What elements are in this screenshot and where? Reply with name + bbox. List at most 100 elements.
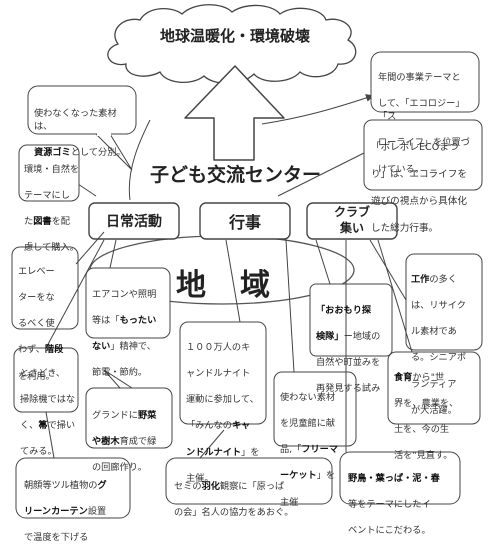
note-theme-line-4: けている。 [378,163,424,175]
hub-daily-label: 日常活動 [106,214,162,230]
note-books-l3post: を配 [51,216,70,228]
note-candle-l5post: 」を [241,446,260,458]
note-cicada-pre: セミの [174,481,202,493]
note-elevator-line-1: エレベー [18,266,55,278]
note-omoroi-text: 「おおもり探 検隊」ー地域の 自然や町並みを 再発見する試み [316,291,392,409]
note-food-line-4: 活を"見直す。 [394,450,453,462]
note-aircon-l3post: 」精神で、 [110,341,156,353]
note-books-box [18,144,80,202]
note-flea-bold-1: フリーマ [301,444,339,456]
diagram-shapes [11,4,483,519]
note-ground-l1pre: グランドに [92,410,138,422]
note-books-line-2: テーマにし [24,190,70,202]
note-festival-text: 「ボレボレECOまつ り」は、エコライフを 遊びの視点から具体化 した総力行事。 [371,127,481,249]
note-sweep-text: ときどき、 掃除機ではな く、箒で掃い てみる。 [20,354,78,472]
note-aircon-box [85,267,171,339]
note-wild-line-2: 等をテーマにしたイ [348,499,431,511]
note-ground-bold-2: や樹木 [92,436,120,448]
note-crafts-line-3: ル素材であ [411,326,457,338]
note-cicada-box [165,457,333,505]
note-flea-bold-2: ーケット [280,470,317,482]
note-festival-box [363,119,483,191]
note-crafts-line-4: る。シニアボ [411,352,467,364]
note-waste-bold: 資源ゴミ [34,147,71,159]
note-sweep-line-4: てみる。 [20,446,57,458]
note-books-line-4: 慮して購入。 [24,242,79,254]
note-omoroi-box [309,283,393,357]
hub-club-label: クラブ 集い [333,205,370,235]
note-wild-bold: 野鳥・葉っぱ・泥・春 [348,473,440,485]
note-crafts-box [405,253,483,351]
note-flea-line-2: を児童館に献 [280,418,336,430]
note-green-curtain-text: 朝顔等ツル植物のグ リーンカーテン設置 で温度を下げる [24,466,128,557]
events-box [199,202,291,240]
note-gc-line-3: で温度を下げる [24,532,89,544]
note-festival-line-4: した総力行事。 [371,223,439,235]
note-aircon-l2pre: 等は「 [92,315,120,327]
note-crafts-line-6: が大活躍。 [411,404,457,416]
note-candle-line-1: １００万人のキ [186,342,251,354]
note-aircon-line-1: エアコンや照明 [92,289,157,301]
note-gc-bold-2: リーンカーテン [24,506,88,518]
note-theme-text: 年間の事業テーマと して、「エコロジー」「ス ローライフ」を位置づ けている。 [378,58,478,189]
note-flea-line-5: 主催 [280,496,299,508]
note-waste-box [27,85,137,135]
note-flea-l3pre: 品,「 [280,444,302,456]
note-food-l1post: から"世 [412,372,445,384]
note-theme-line-1: 年間の事業テーマと [378,72,461,84]
note-gc-l1pre: 朝顔等ツル植物の [24,480,98,492]
note-theme-line-3: ローライフ」を位置づ [378,137,470,149]
note-ground-bold-1: 野菜 [137,410,157,422]
note-flea-line-1: 使わない素材 [280,392,336,404]
note-elevator-bold: 階段 [44,344,64,356]
note-omoroi-line-4: 再発見する試み [316,383,381,395]
note-wild-line-3: ベントにこだわる。 [348,525,431,537]
note-candle-l4pre: 「みんなの [186,420,232,432]
note-ground-l2post: 育成で緑 [119,436,157,448]
note-sweep-l3post: で掃い [47,420,76,432]
region-title: 地 域 [176,268,272,303]
note-candle-text: １００万人のキ ャンドルナイト 運動に参加して、 「みんなのキャ ンドルナイト」… [186,328,266,498]
note-elevator-line-3: るべく使 [18,318,55,330]
note-wild-box [339,451,461,505]
note-festival-line-3: 遊びの視点から具体化 [371,196,467,208]
note-candle-line-2: ャンドルナイト [186,368,251,380]
note-wild-text: 野鳥・葉っぱ・泥・春 等をテーマにしたイ ベントにこだわる。 [348,459,458,550]
center-title: 子ども交流センター [150,164,322,186]
note-candle-bold-2: ンドルナイト [186,446,242,458]
note-candle-bold-1: キャ [231,420,251,432]
note-sweep-bold: 箒 [38,420,48,432]
note-crafts-line-2: は、リサイク [411,300,466,312]
note-omoroi-bold-2: 検隊」 [316,331,344,343]
note-cicada-line-2: の会」名人の協力をあおぐ。 [174,507,294,519]
note-food-line-3: 土を、今の生 [394,424,450,436]
note-crafts-line-5: ランティア [411,378,457,390]
note-ground-line-3: の回廊作り。 [92,462,147,474]
note-candle-box [179,321,267,425]
note-theme-box [370,51,480,113]
note-cicada-text: セミの羽化観察に「原っぱ の会」名人の協力をあおぐ。 [174,467,332,532]
note-elevator-text: エレベー ターをな るべく使 わず、階段 を利用。 [18,252,76,396]
note-elevator-line-5: を利用。 [18,370,55,382]
note-food-line-2: 界を、農業を、 [394,398,459,410]
note-candle-line-3: 運動に参加して、 [186,394,259,406]
note-flea-l4post: 」を [316,470,336,482]
note-sweep-line-2: 掃除機ではな [20,394,76,406]
note-omoroi-bold-1: 「おおもり探 [316,305,372,317]
note-cicada-post: 観察に「原っぱ [219,481,285,493]
mindmap-diagram: 地球温暖化・環境破壊 子ども交流センター 地 域 日常活動 行事 クラブ 集い … [11,4,483,543]
note-flea-box [273,371,357,447]
hub-events-label: 行事 [228,213,261,232]
note-aircon-bold-1: もったい [119,315,157,327]
note-crafts-text: 工作の多く は、リサイク ル素材であ る。シニアボ ランティア が大活躍。 [411,260,483,430]
note-crafts-l1post: の多く [429,274,457,286]
note-green-curtain-box [15,457,131,519]
header-title: 地球温暖化・環境破壊 [160,27,311,45]
club-box [306,202,398,240]
note-gc-bold-1: グ [97,480,107,492]
note-festival-line-2: り」は、エコライフを [371,168,467,180]
note-books-bold: 図書 [33,216,52,228]
title-cloud [107,4,357,84]
note-festival-line-1: 「ボレボレECOまつ [371,141,459,153]
note-waste-post: として分別。 [70,147,126,159]
